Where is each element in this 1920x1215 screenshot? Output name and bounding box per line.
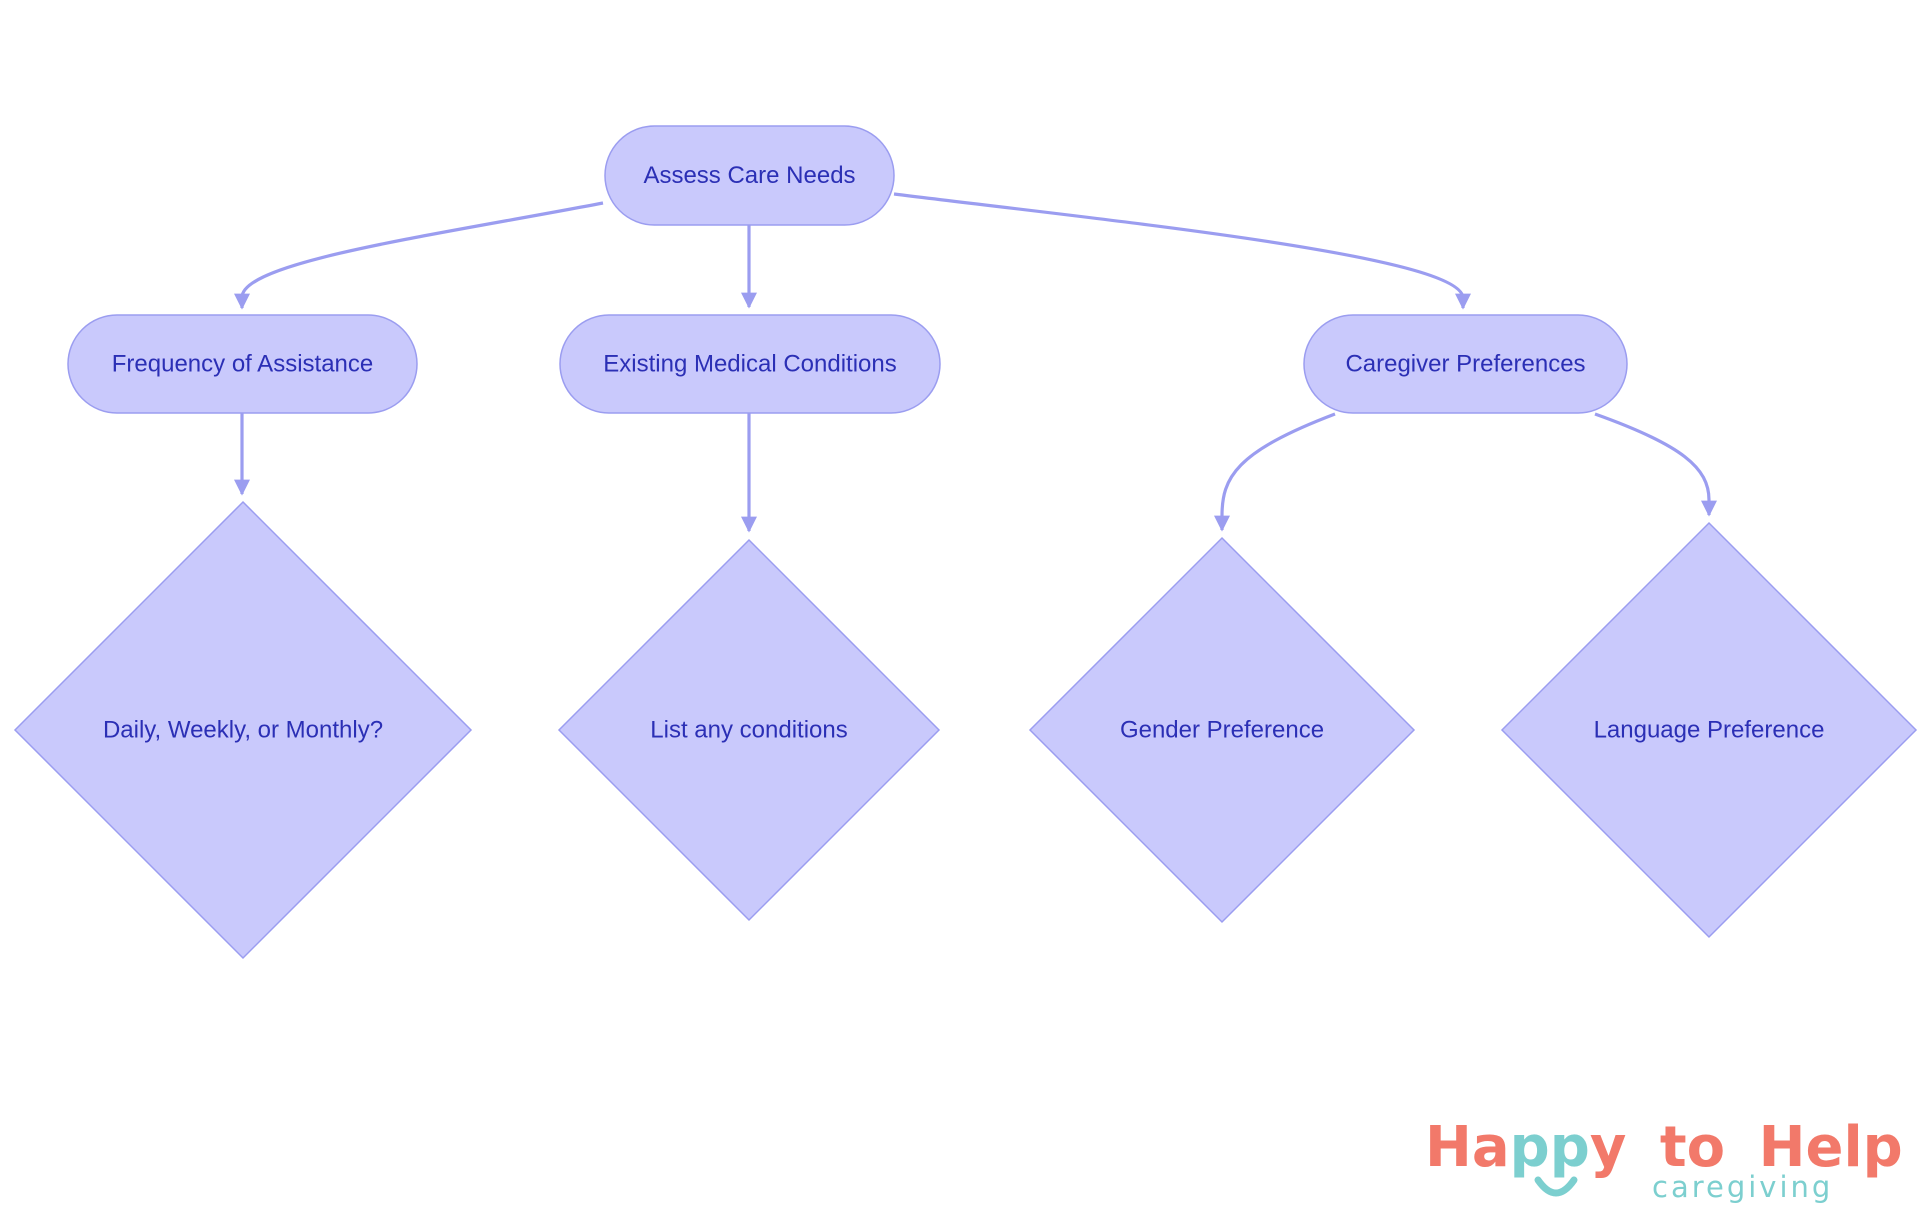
node-shape [67, 314, 418, 414]
node-assess-care-needs: Assess Care Needs [604, 125, 895, 226]
logo-word-happy: Ha [1425, 1115, 1510, 1180]
node-label: Daily, Weekly, or Monthly? [103, 717, 383, 744]
node-label: Language Preference [1594, 717, 1825, 744]
node-gender-preference: Gender Preference [1028, 536, 1416, 924]
node-label: Existing Medical Conditions [603, 351, 896, 378]
node-conditions-list: List any conditions [557, 538, 941, 922]
logo-word-happy-y: y [1590, 1115, 1627, 1180]
node-shape [557, 538, 941, 922]
node-shape [1500, 521, 1918, 939]
node-shape [1028, 536, 1416, 924]
logo-word-to: to [1660, 1115, 1725, 1180]
node-caregiver-preferences: Caregiver Preferences [1303, 314, 1628, 414]
edge-preferences-to-gender [1214, 412, 1336, 532]
happy-to-help-logo: Happy to Help caregiving [1425, 1115, 1903, 1204]
edge-assess-to-preferences [893, 192, 1471, 310]
node-language-preference: Language Preference [1500, 521, 1918, 939]
node-frequency-options: Daily, Weekly, or Monthly? [13, 500, 473, 960]
node-label: Frequency of Assistance [112, 351, 373, 378]
node-shape [604, 125, 895, 226]
node-shape [13, 500, 473, 960]
edges [234, 192, 1717, 533]
node-label: List any conditions [650, 717, 847, 744]
smile-icon [1534, 1176, 1578, 1197]
node-label: Caregiver Preferences [1345, 351, 1585, 378]
node-shape [559, 314, 941, 414]
edge-preferences-to-language [1594, 412, 1717, 517]
logo-wordmark: Happy to Help [1425, 1115, 1903, 1180]
logo-word-happy-pp: pp [1510, 1115, 1590, 1180]
node-label: Assess Care Needs [643, 162, 855, 189]
node-frequency-of-assistance: Frequency of Assistance [67, 314, 418, 414]
node-existing-medical-conditions: Existing Medical Conditions [559, 314, 941, 414]
logo-tagline: caregiving [1652, 1170, 1833, 1204]
node-label: Gender Preference [1120, 717, 1324, 744]
logo-word-help: Help [1759, 1115, 1903, 1180]
edge-assess-to-frequency [234, 201, 604, 310]
node-shape [1303, 314, 1628, 414]
